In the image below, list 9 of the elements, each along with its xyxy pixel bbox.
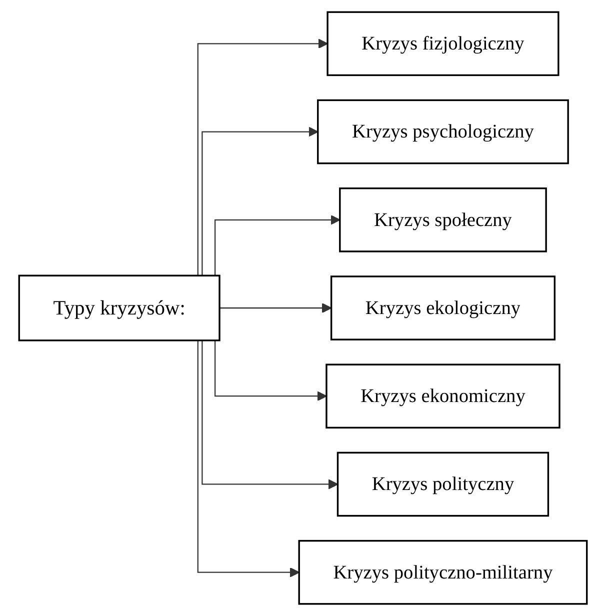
node-box: Kryzys polityczno-militarny: [298, 539, 588, 604]
arrow: [220, 302, 332, 312]
node-box: Kryzys społeczny: [339, 186, 547, 252]
node-box: Kryzys polityczny: [336, 451, 550, 516]
node-box: Typy kryzysów:: [18, 274, 220, 341]
node-box: Kryzys fizjologiczny: [326, 10, 560, 76]
node-box: Kryzys ekonomiczny: [326, 363, 560, 428]
node-box: Kryzys ekologiczny: [330, 275, 556, 340]
node-box: Kryzys psychologiczny: [317, 98, 569, 164]
